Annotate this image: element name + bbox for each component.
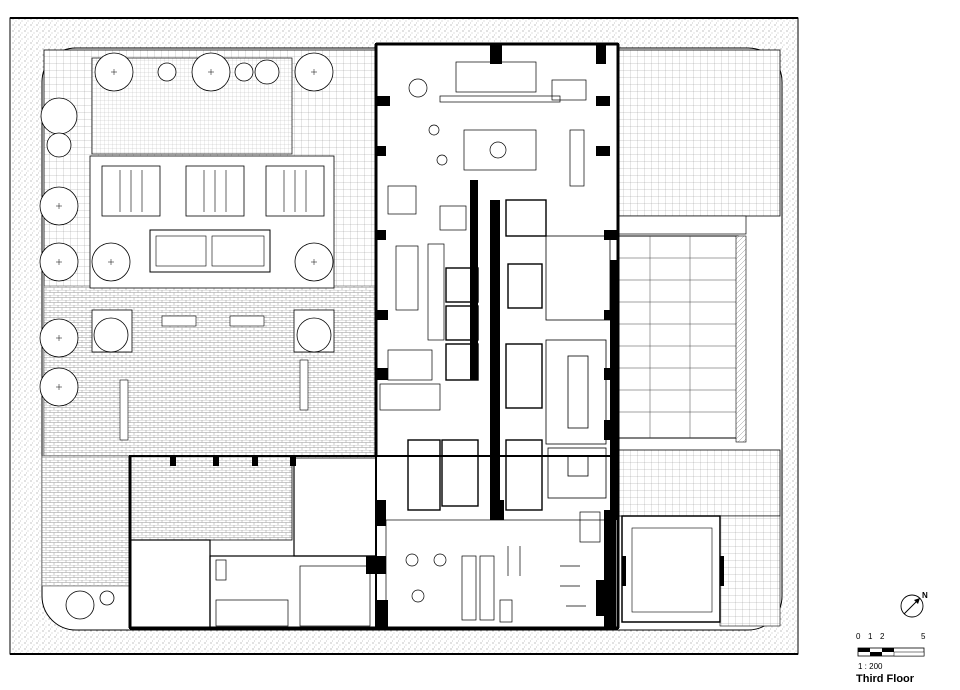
elevator-core — [407, 199, 547, 511]
kitchen — [379, 243, 445, 411]
store-rooms — [129, 455, 377, 629]
columns — [170, 44, 724, 628]
scale-tick-5: 5 — [921, 632, 926, 641]
north-label: N — [922, 591, 928, 600]
building-core — [128, 42, 620, 630]
scale-tick-0: 0 — [856, 632, 861, 641]
east-pavilion — [621, 515, 721, 623]
scale-tick-1: 1 — [868, 632, 873, 641]
north-arrow — [900, 594, 924, 618]
scale-text: 1 : 200 — [858, 662, 883, 671]
east-terrace — [617, 49, 781, 627]
meeting-room — [545, 235, 611, 499]
scale-tick-2: 2 — [880, 632, 885, 641]
gym — [215, 511, 607, 629]
scale-bar — [857, 647, 925, 657]
scale-labels: 0 1 2 5 — [852, 632, 942, 646]
lounge — [387, 61, 587, 231]
drawing-title: Third Floor — [856, 673, 915, 685]
